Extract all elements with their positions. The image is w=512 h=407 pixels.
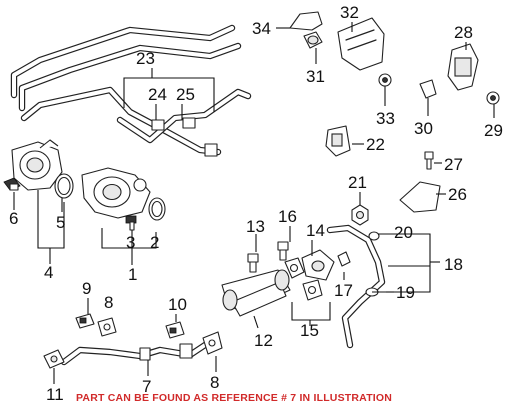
callout-20: 20: [394, 223, 413, 242]
clamp-part-11[interactable]: [43, 349, 65, 369]
reference-caption: PART CAN BE FOUND AS REFERENCE # 7 IN IL…: [76, 392, 392, 404]
callout-32: 32: [340, 3, 359, 22]
callout-1: 1: [128, 265, 137, 284]
callout-2: 2: [150, 233, 159, 252]
gasket-part-15b[interactable]: [302, 279, 323, 301]
callout-15: 15: [300, 321, 319, 340]
sensor-part-22[interactable]: [325, 125, 351, 157]
callout-34: 34: [252, 19, 271, 38]
callout-29: 29: [484, 121, 503, 140]
clamp-part-9[interactable]: [75, 313, 95, 329]
egr-pipe-part-18[interactable]: [326, 224, 386, 349]
vacuum-hose-assembly[interactable]: [10, 24, 252, 157]
callout-9: 9: [82, 279, 91, 298]
callout-8-upper: 8: [104, 293, 113, 312]
gasket-center-ring[interactable]: [148, 197, 166, 221]
gasket-part-15a[interactable]: [284, 257, 305, 279]
callout-17: 17: [334, 281, 353, 300]
callout-8-lower: 8: [210, 373, 219, 392]
callout-27: 27: [444, 155, 463, 174]
callout-10: 10: [168, 295, 187, 314]
callout-19: 19: [396, 283, 415, 302]
callout-5: 5: [56, 213, 65, 232]
leader-lines: [13, 22, 495, 384]
callout-6: 6: [9, 209, 18, 228]
callout-21: 21: [348, 173, 367, 192]
bolt-part-6[interactable]: [3, 177, 21, 191]
callout-33: 33: [376, 109, 395, 128]
callout-30: 30: [414, 119, 433, 138]
solenoid-valve-part-28[interactable]: [447, 43, 479, 91]
bolt-part-16[interactable]: [277, 241, 289, 261]
gasket-left-ring[interactable]: [54, 173, 74, 199]
egr-valve-center[interactable]: [81, 167, 151, 219]
callout-24: 24: [148, 85, 167, 104]
callout-28: 28: [454, 23, 473, 42]
callout-labels: 1 2 3 4 5 6 7 8 8 9 10 11 12 13 14 15 16…: [9, 3, 503, 404]
nut-part-21[interactable]: [351, 204, 369, 226]
callout-16: 16: [278, 207, 297, 226]
grommet-part-31[interactable]: [303, 31, 323, 49]
callout-7: 7: [142, 377, 151, 396]
clip-part-33[interactable]: [378, 73, 392, 87]
bolt-part-13[interactable]: [247, 253, 259, 273]
bracket-part-34[interactable]: [289, 11, 323, 31]
heat-shield-part-32[interactable]: [337, 17, 385, 71]
callout-13: 13: [246, 217, 265, 236]
callout-4: 4: [44, 263, 53, 282]
callout-31: 31: [306, 67, 325, 86]
clamp-part-10[interactable]: [165, 321, 185, 339]
callout-12: 12: [254, 331, 273, 350]
connector-part-30[interactable]: [419, 79, 437, 99]
callout-26: 26: [448, 185, 467, 204]
clip-part-29[interactable]: [486, 91, 500, 105]
gasket-part-8-upper[interactable]: [97, 317, 117, 337]
callout-11: 11: [46, 385, 64, 404]
callout-18: 18: [444, 255, 463, 274]
bolt-part-27[interactable]: [424, 151, 434, 170]
callout-14: 14: [306, 221, 325, 240]
callout-22: 22: [366, 135, 385, 154]
bolt-part-17[interactable]: [337, 251, 351, 267]
callout-3: 3: [126, 233, 135, 252]
callout-25: 25: [176, 85, 195, 104]
egr-cooler-part-12[interactable]: [221, 269, 291, 317]
bolt-part-3[interactable]: [125, 215, 137, 231]
egr-valve-left[interactable]: [11, 139, 63, 191]
flange-part-14[interactable]: [301, 249, 335, 281]
gasket-part-8-lower[interactable]: [202, 331, 223, 355]
egr-tube-part-7[interactable]: [60, 341, 209, 366]
bracket-part-26[interactable]: [399, 181, 441, 213]
callout-23: 23: [136, 49, 155, 68]
